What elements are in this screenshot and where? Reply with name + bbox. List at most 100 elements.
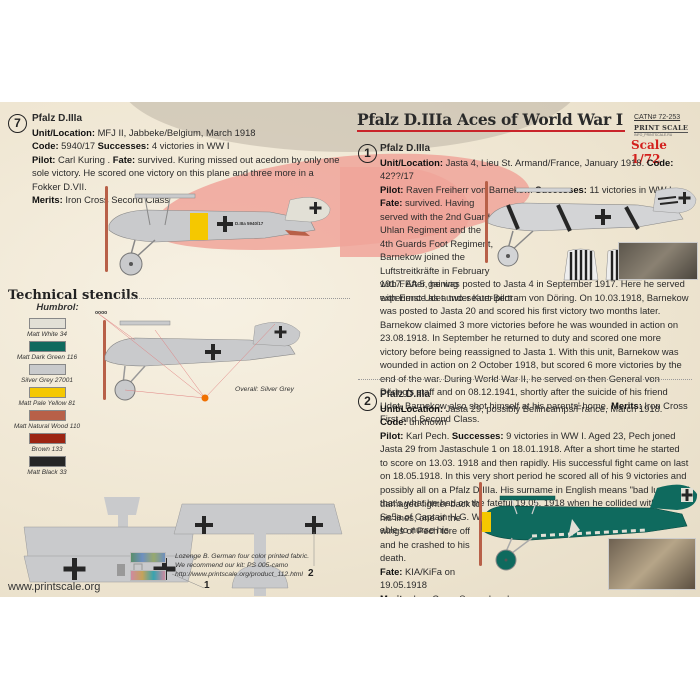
lozenge-note: Lozenge B. German four color printed fab…	[175, 552, 309, 579]
bio-line: experience as a two-seater pilot	[380, 291, 513, 303]
unit-location: MFJ II, Jabbeke/Belgium, March 1918	[97, 126, 256, 138]
paint-swatch-natural-wood	[29, 410, 66, 421]
label: Fate:	[112, 153, 136, 165]
label: Unit/Location:	[380, 402, 444, 414]
successes: 4 victories in WW I	[151, 140, 230, 151]
label: Merits:	[32, 194, 63, 205]
paint-swatch-dark-green	[29, 341, 66, 352]
entry-2-narrow: damaged fighter back to his lines, one o…	[380, 497, 509, 598]
bio-line: wings of Pech tore off	[380, 525, 470, 536]
plane-2-side-view	[479, 482, 698, 571]
divider	[118, 298, 350, 299]
label: Successes:	[97, 140, 150, 151]
entry-1-bio: with FEA 5, he was posted to Jasta 4 in …	[380, 277, 690, 426]
stencil-side-view: oooo	[95, 310, 301, 402]
historical-photo-jasta29	[608, 538, 696, 590]
pilot: Karl Pech.	[406, 429, 450, 441]
bio-line: 1917. After gaining	[380, 278, 459, 289]
note-line: We recommend our kit: PS 005-camo	[175, 562, 289, 569]
top-view-plane-2	[173, 503, 343, 596]
plane-7-side-view: D.IIIa 5940/17	[105, 186, 331, 276]
humbrol-title: Humbrol:	[36, 302, 79, 313]
entry-7-text: Pfalz D.IIIa Unit/Location: MFJ II, Jabb…	[32, 112, 342, 207]
merits: Iron Cross First and Second Class.	[380, 399, 688, 425]
bio-line: damaged fighter back to	[380, 498, 481, 509]
decal-sheet: Pfalz D.IIIa Aces of World War I CATN# 7…	[0, 102, 700, 597]
historical-photo-jasta4	[618, 242, 698, 280]
paint-swatch-pale-yellow	[29, 387, 66, 398]
label: Pilot:	[380, 429, 404, 441]
label: Successes:	[451, 429, 504, 441]
brand-logo: PRINT SCALE	[634, 124, 689, 133]
bio-line: served with the 2nd Guards	[380, 210, 495, 222]
label: Merits:	[380, 593, 411, 598]
lozenge-swatch-upper	[130, 552, 166, 563]
page-title: Pfalz D.IIIa Aces of World War I	[357, 110, 623, 129]
label: Merits:	[611, 399, 642, 411]
stencil-roundel-icon	[201, 394, 209, 402]
lozenge-swatch-lower	[130, 570, 166, 581]
paint-swatch-matt-black	[29, 456, 66, 467]
paint-swatch-brown	[29, 433, 66, 444]
aircraft-type: Pfalz D.IIIa	[380, 143, 431, 154]
pilot: Carl Kuring .	[58, 153, 111, 165]
bio-line: Luftstreitkräfte in February	[380, 264, 490, 276]
code: unknown	[409, 416, 447, 427]
bio-line: his lines, one of the	[380, 511, 461, 523]
label: Unit/Location:	[32, 126, 96, 138]
fate: survived. Having	[405, 197, 475, 208]
label: Code:	[32, 140, 59, 151]
paint-swatch-matt-white	[29, 318, 66, 329]
divider	[358, 379, 692, 380]
label: Code:	[646, 156, 674, 168]
note-line: Lozenge B. German four color printed fab…	[175, 553, 310, 560]
bio-line: and he crashed to his	[380, 538, 470, 550]
aircraft-type: Pfalz D.IIIa	[380, 389, 431, 400]
label: Code:	[380, 416, 407, 427]
merits: Iron Cross Second and	[413, 593, 509, 598]
fate: KIA/KiFa on	[405, 565, 456, 577]
paint-label: Matt Black 33	[27, 469, 67, 476]
paint-swatch-silver-grey	[29, 364, 66, 375]
paint-label: Silver Grey 27001	[20, 377, 74, 384]
code: 42??/17	[380, 170, 414, 181]
bio-line: Uhlan Regiment and the	[380, 224, 482, 235]
label: Pilot:	[380, 183, 404, 195]
callout-number: 1	[204, 580, 210, 591]
unit-location: Jasta 29, possibly Bellincamps/France, M…	[445, 402, 663, 414]
paint-label: Matt Dark Green 116	[16, 354, 78, 361]
aircraft-type: Pfalz D.IIIa	[32, 113, 83, 124]
paint-label: Matt Natural Wood 110	[13, 423, 81, 430]
unit-location: Jasta 4, Lieu St. Armand/France, January…	[445, 156, 645, 168]
brand-subtitle: INFO_PRINTSCALE.RU	[634, 133, 673, 137]
label: Pilot:	[32, 153, 56, 165]
paint-label: Matt Pale Yellow 81	[18, 400, 76, 407]
catalog-number: CATN# 72-253	[634, 114, 681, 121]
label: Fate:	[380, 565, 403, 577]
title-underline	[357, 130, 625, 132]
footer-url[interactable]: www.printscale.org	[8, 581, 101, 593]
callout-number: 2	[308, 568, 314, 579]
fuselage-code: D.IIIa 5940/17	[235, 221, 264, 226]
paint-label: Matt White 34	[26, 331, 68, 338]
flag-red-band-tail	[340, 167, 470, 257]
paint-label: Brown 133	[31, 446, 63, 453]
svg-text:oooo: oooo	[95, 310, 107, 316]
bio-text: with FEA 5, he was posted to Jasta 4 in …	[380, 278, 689, 411]
label: Unit/Location:	[380, 156, 444, 168]
fate: survived. Kuring missed out acedom by on…	[32, 153, 340, 192]
bio-line: Barnekow joined the	[380, 251, 465, 262]
bio-line: 4th Guards Foot Regiment,	[380, 237, 494, 249]
fate-date: 19.05.1918	[380, 579, 427, 590]
merits: Iron Cross Second Class	[65, 194, 170, 205]
overall-color-note: Overall: Silver Grey	[235, 386, 294, 393]
entry-number-badge: 1	[358, 144, 377, 163]
scale-label: Scale 1/72	[631, 138, 667, 166]
pilot: Raven Freiherr von Barnekow.	[406, 183, 533, 195]
product-link[interactable]: http://www.printscale.org/product_112.ht…	[175, 571, 303, 578]
successes: 11 victories in WW I.	[589, 183, 675, 195]
entry-number-badge: 7	[8, 114, 27, 133]
entry-number-badge: 2	[358, 392, 377, 411]
section-title-technical-stencils: Technical stencils	[8, 288, 139, 303]
code: 5940/17	[61, 140, 96, 151]
